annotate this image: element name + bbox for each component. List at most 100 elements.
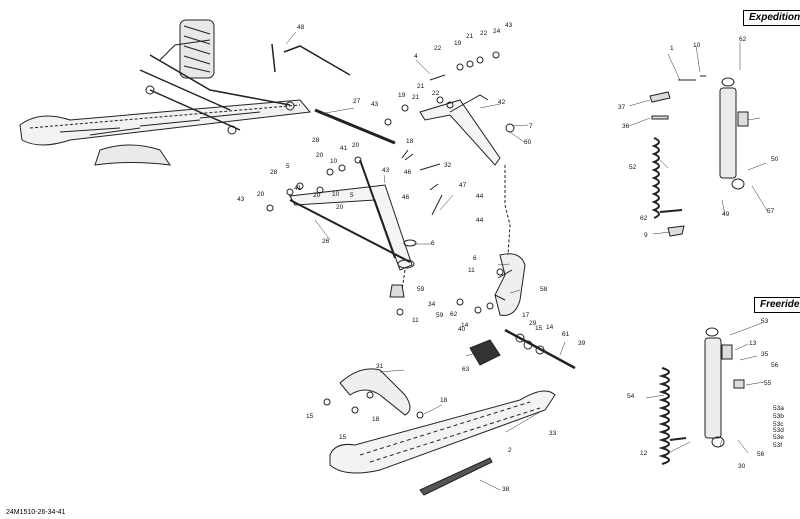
ball-joint [389, 284, 405, 298]
callout-main-20: 20 [313, 192, 321, 199]
callout-expedition-37: 37 [618, 104, 626, 111]
callout-main-32: 32 [444, 162, 452, 169]
freeride-title: Freeride [754, 297, 800, 313]
callout-freeride-53f: 53f [773, 442, 782, 449]
callout-main-43: 43 [237, 196, 245, 203]
callout-expedition-49: 49 [722, 211, 730, 218]
callout-main-28: 28 [312, 137, 320, 144]
callout-freeride-53c: 53c [773, 421, 784, 428]
callout-main-20: 20 [257, 191, 265, 198]
callout-main-21: 21 [466, 33, 474, 40]
callout-main-46: 46 [402, 194, 410, 201]
runner [419, 457, 493, 496]
callout-main-20: 20 [352, 142, 360, 149]
callout-main-34: 34 [428, 301, 436, 308]
callout-freeride-55: 55 [764, 380, 772, 387]
callout-main-58: 58 [540, 286, 548, 293]
callout-main-38: 38 [502, 486, 510, 493]
steering-rod [314, 108, 396, 145]
callout-main-48: 48 [297, 24, 305, 31]
callout-freeride-53a: 53a [773, 405, 784, 412]
callout-main-28: 28 [270, 169, 278, 176]
callout-freeride-56: 56 [771, 362, 779, 369]
callout-main-5: 5 [286, 163, 290, 170]
callout-main-4: 4 [414, 53, 418, 60]
assembled-suspension-illustration [19, 19, 311, 166]
spindle [494, 253, 526, 316]
callout-main-18: 18 [406, 138, 414, 145]
diagram-reference-code: 24M1510-26-34-41 [6, 509, 66, 516]
callout-main-22: 22 [432, 90, 440, 97]
callout-freeride-53d: 53d [773, 427, 784, 434]
callout-main-29: 29 [529, 320, 537, 327]
callout-main-19: 19 [398, 92, 406, 99]
callout-main-11: 11 [468, 267, 475, 274]
callout-main-15: 15 [306, 413, 314, 420]
callout-main-43: 43 [382, 167, 390, 174]
callout-main-43: 43 [505, 22, 513, 29]
callout-main-15: 15 [339, 434, 347, 441]
callout-main-6: 6 [473, 255, 477, 262]
callout-main-20: 20 [336, 204, 344, 211]
ski-mount [339, 368, 411, 416]
callout-freeride-53b: 53b [773, 413, 784, 420]
callout-main-14: 14 [546, 324, 554, 331]
callout-expedition-9: 9 [644, 232, 648, 239]
callout-main-19: 19 [454, 40, 462, 47]
callout-main-39: 39 [578, 340, 586, 347]
freeride-shock-illustration [658, 327, 745, 465]
callout-main-41: 41 [340, 145, 348, 152]
callout-main-47: 47 [459, 182, 467, 189]
callout-main-18: 18 [372, 416, 380, 423]
callout-main-41: 41 [294, 185, 302, 192]
callout-main-22: 22 [480, 30, 488, 37]
callout-expedition-10: 10 [693, 42, 701, 49]
ski [329, 390, 556, 474]
expedition-shock-illustration [649, 75, 749, 237]
callout-main-59: 59 [436, 312, 444, 319]
callout-freeride-53e: 53e [773, 434, 784, 441]
callout-main-40: 40 [458, 326, 466, 333]
callout-expedition-62: 62 [739, 36, 747, 43]
expedition-title: Expedition [743, 10, 800, 26]
callout-main-42: 42 [498, 99, 506, 106]
callout-main-11: 11 [412, 317, 419, 324]
callout-expedition-1: 1 [670, 45, 674, 52]
callout-main-17: 17 [522, 312, 530, 319]
callout-freeride-13: 13 [749, 340, 757, 347]
callout-freeride-56: 56 [757, 451, 765, 458]
callout-main-63: 63 [462, 366, 470, 373]
callout-main-24: 24 [493, 28, 501, 35]
bumper [469, 339, 501, 366]
callout-freeride-54: 54 [627, 393, 635, 400]
callout-expedition-62: 62 [640, 215, 648, 222]
callout-main-15: 15 [535, 325, 543, 332]
callout-main-10: 10 [332, 191, 340, 198]
callout-main-31: 31 [376, 363, 384, 370]
callout-main-18: 18 [440, 397, 448, 404]
callout-main-44: 44 [476, 193, 484, 200]
callout-main-21: 21 [412, 94, 420, 101]
callout-main-22: 22 [434, 45, 442, 52]
callout-main-43: 43 [371, 101, 379, 108]
callout-main-10: 10 [330, 158, 338, 165]
callout-main-5: 5 [350, 192, 354, 199]
callout-freeride-30: 30 [738, 463, 746, 470]
callout-main-2: 2 [508, 447, 512, 454]
callout-expedition-57: 57 [767, 208, 775, 215]
callout-main-6: 6 [431, 240, 435, 247]
callout-main-62: 62 [450, 311, 458, 318]
callout-freeride-12: 12 [640, 450, 648, 457]
callout-main-7: 7 [529, 123, 533, 130]
callout-main-33: 33 [549, 430, 557, 437]
callout-main-27: 27 [353, 98, 361, 105]
callout-freeride-35: 35 [761, 351, 769, 358]
callout-main-61: 61 [562, 331, 570, 338]
callout-expedition-36: 36 [622, 123, 630, 130]
callout-main-21: 21 [417, 83, 425, 90]
lower-a-arm [289, 184, 413, 271]
callout-expedition-50: 50 [771, 156, 779, 163]
callout-freeride-53: 53 [761, 318, 769, 325]
